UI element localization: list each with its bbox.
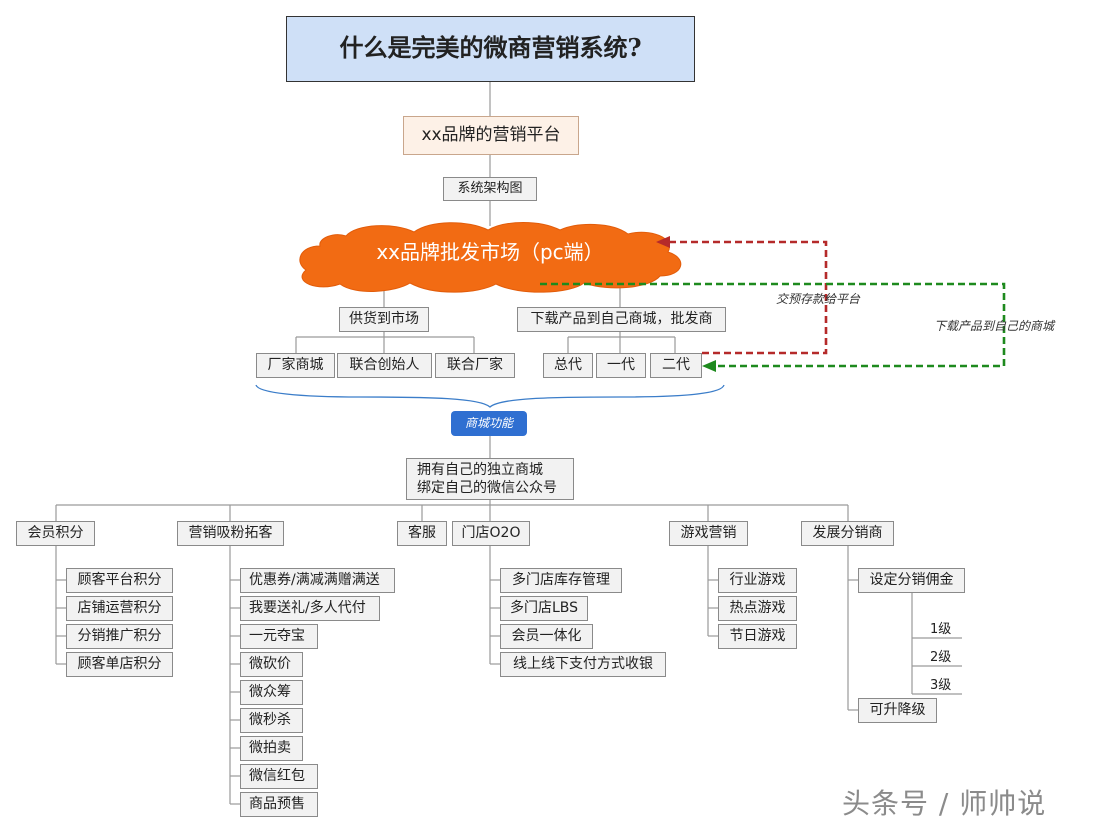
architecture-node: 系统架构图 bbox=[443, 177, 537, 201]
own-mall-node: 拥有自己的独立商城 绑定自己的微信公众号 bbox=[406, 458, 574, 500]
deposit-arrowhead bbox=[656, 236, 670, 248]
download-arrow bbox=[540, 282, 1006, 368]
distribution-level: 2级 bbox=[930, 650, 952, 665]
distribution-item-upgrade: 可升降级 bbox=[858, 698, 937, 723]
o2o-item: 线上线下支付方式收银 bbox=[500, 652, 666, 677]
category-games: 游戏营销 bbox=[669, 521, 748, 546]
cloud-shape bbox=[299, 222, 682, 293]
category-service: 客服 bbox=[397, 521, 447, 546]
marketing-item: 一元夺宝 bbox=[240, 624, 318, 649]
deposit-note: 交预存款给平台 bbox=[776, 292, 861, 306]
deposit-arrow bbox=[668, 240, 828, 355]
market-label: xx品牌批发市场（pc端） bbox=[376, 240, 604, 264]
download-child-general-agent: 总代 bbox=[543, 353, 593, 378]
download-child-second-agent: 二代 bbox=[650, 353, 702, 378]
supply-node: 供货到市场 bbox=[339, 307, 429, 332]
points-item: 店铺运营积分 bbox=[66, 596, 173, 621]
category-distribution: 发展分销商 bbox=[801, 521, 894, 546]
marketing-item: 微众筹 bbox=[240, 680, 303, 705]
marketing-item: 商品预售 bbox=[240, 792, 318, 817]
o2o-item: 多门店库存管理 bbox=[500, 568, 622, 593]
download-child-first-agent: 一代 bbox=[596, 353, 646, 378]
category-marketing: 营销吸粉拓客 bbox=[177, 521, 284, 546]
o2o-item: 多门店LBS bbox=[500, 596, 588, 621]
brace-shape bbox=[255, 384, 725, 408]
mall-function-pill: 商城功能 bbox=[451, 411, 527, 436]
points-item: 顾客平台积分 bbox=[66, 568, 173, 593]
game-item: 行业游戏 bbox=[718, 568, 797, 593]
marketing-item: 微拍卖 bbox=[240, 736, 303, 761]
marketing-item: 我要送礼/多人代付 bbox=[240, 596, 380, 621]
marketing-item: 优惠券/满减满赠满送 bbox=[240, 568, 395, 593]
platform-node: xx品牌的营销平台 bbox=[403, 116, 579, 155]
category-points: 会员积分 bbox=[16, 521, 95, 546]
distribution-level: 1级 bbox=[930, 622, 952, 637]
points-item: 顾客单店积分 bbox=[66, 652, 173, 677]
game-item: 节日游戏 bbox=[718, 624, 797, 649]
marketing-item: 微秒杀 bbox=[240, 708, 303, 733]
watermark: 头条号 / 师帅说 bbox=[842, 787, 1047, 820]
category-o2o: 门店O2O bbox=[452, 521, 530, 546]
marketing-item: 微砍价 bbox=[240, 652, 303, 677]
supply-child-factory-mall: 厂家商城 bbox=[256, 353, 335, 378]
page-title: 什么是完美的微商营销系统? bbox=[286, 16, 695, 82]
marketing-item: 微信红包 bbox=[240, 764, 318, 789]
own-mall-line-2: 绑定自己的微信公众号 bbox=[417, 480, 557, 496]
distribution-level: 3级 bbox=[930, 678, 952, 693]
o2o-item: 会员一体化 bbox=[500, 624, 593, 649]
download-arrowhead bbox=[702, 360, 716, 372]
supply-child-cofounder: 联合创始人 bbox=[337, 353, 432, 378]
distribution-item-commission: 设定分销佣金 bbox=[858, 568, 965, 593]
download-node: 下载产品到自己商城，批发商 bbox=[517, 307, 726, 332]
supply-child-partner-factory: 联合厂家 bbox=[435, 353, 515, 378]
download-note: 下载产品到自己的商城 bbox=[934, 319, 1055, 333]
game-item: 热点游戏 bbox=[718, 596, 797, 621]
points-item: 分销推广积分 bbox=[66, 624, 173, 649]
own-mall-line-1: 拥有自己的独立商城 bbox=[417, 462, 543, 478]
